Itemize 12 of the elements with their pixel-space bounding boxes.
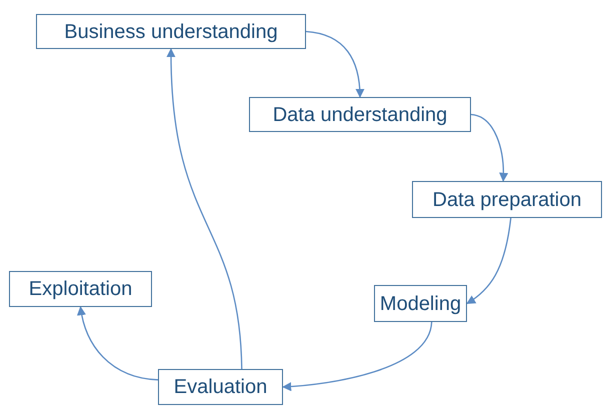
process-box: Exploitation — [9, 271, 152, 307]
arrow — [470, 114, 508, 182]
process-box: Modeling — [374, 285, 467, 322]
arrow — [166, 48, 242, 370]
process-box: Data preparation — [412, 181, 602, 218]
arrow — [77, 306, 158, 380]
process-box: Data understanding — [249, 97, 471, 132]
process-box: Business understanding — [36, 14, 306, 49]
process-box: Evaluation — [158, 369, 283, 405]
arrow — [282, 322, 432, 392]
arrow — [466, 218, 512, 304]
arrow — [306, 30, 364, 98]
